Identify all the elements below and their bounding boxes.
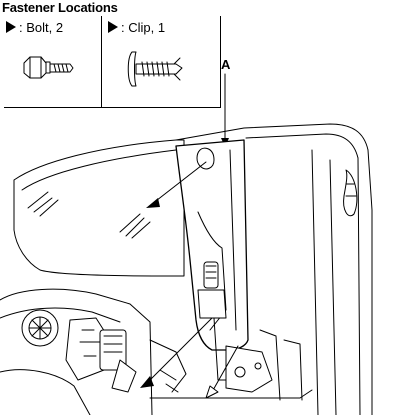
filled-arrow-icon	[108, 21, 118, 33]
legend-bottom-rule	[4, 107, 101, 108]
legend-divider	[101, 16, 102, 108]
filled-arrow-icon	[6, 21, 16, 33]
legend-bottom-rule-right	[101, 107, 220, 108]
pillar-trim	[175, 139, 249, 351]
bolt-icon	[23, 56, 74, 79]
glass-panel	[13, 139, 185, 277]
bolt-legend-label: : Bolt, 2	[19, 20, 64, 35]
bolt-arrowhead-lower	[140, 376, 154, 388]
bolt-leader-lower	[145, 317, 213, 385]
clip-leader	[151, 161, 207, 205]
clip-arrowhead	[146, 198, 160, 208]
bolt-arrowhead-open	[205, 385, 219, 399]
fastener-legend: : Bolt, 2 : Clip, 1	[4, 16, 221, 108]
clip-legend-entry: : Clip, 1	[108, 20, 165, 36]
door-frame	[175, 123, 373, 415]
dashboard-parts	[0, 288, 187, 415]
part-a-callout: A	[221, 57, 231, 72]
bolt-leader-right	[211, 345, 239, 393]
belt-retractor	[197, 261, 273, 393]
legend-divider-right	[220, 16, 221, 108]
bolt-legend-entry: : Bolt, 2	[6, 20, 63, 36]
clip-icon	[127, 51, 183, 87]
clip-legend-label: : Clip, 1	[121, 20, 166, 35]
floor-lines	[149, 329, 313, 401]
figure-title: Fastener Locations	[2, 0, 118, 15]
fastener-leaders	[140, 161, 239, 399]
